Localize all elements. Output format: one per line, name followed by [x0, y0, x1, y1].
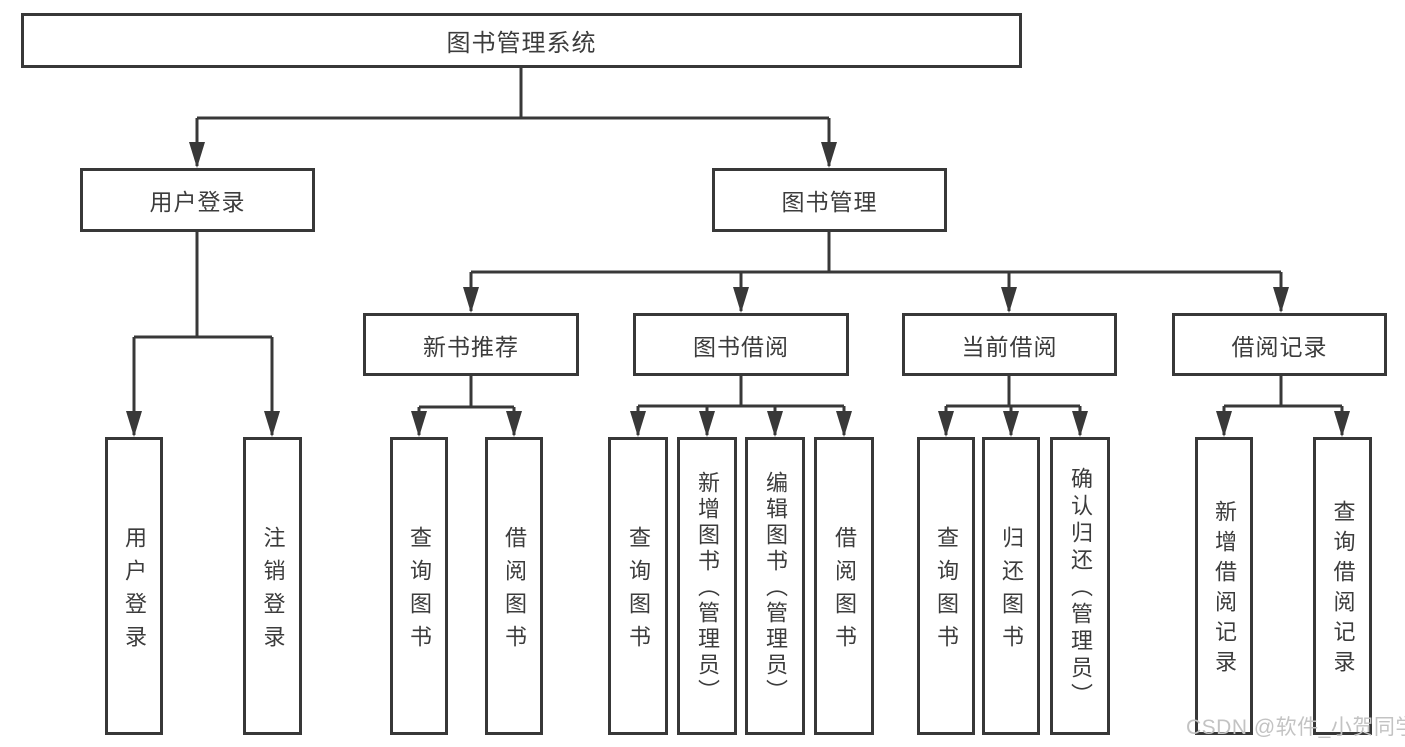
leaf-query-books-2: 查询图书 — [608, 437, 668, 735]
node-new-book-recommend: 新书推荐 — [363, 313, 579, 376]
leaf-logout-label: 注销登录 — [260, 525, 286, 658]
leaf-edit-books-admin-label: 编辑图书（管理员） — [763, 471, 788, 705]
leaf-query-books-3: 查询图书 — [917, 437, 975, 735]
leaf-query-books-3-label: 查询图书 — [934, 525, 959, 658]
node-borrow-record-label: 借阅记录 — [1231, 333, 1328, 360]
node-book-borrow-label: 图书借阅 — [693, 333, 789, 360]
leaf-query-books-2-label: 查询图书 — [626, 525, 651, 658]
node-borrow-record: 借阅记录 — [1172, 313, 1387, 376]
node-book-management-label: 图书管理 — [781, 189, 878, 215]
leaf-confirm-return-admin-label: 确认归还（管理员） — [1068, 467, 1093, 710]
leaf-query-borrow-record-label: 查询借阅记录 — [1330, 500, 1356, 680]
leaf-add-borrow-record-label: 新增借阅记录 — [1212, 500, 1237, 680]
node-root-system: 图书管理系统 — [21, 13, 1022, 68]
leaf-borrow-books-2-label: 借阅图书 — [832, 525, 857, 658]
leaf-edit-books-admin: 编辑图书（管理员） — [745, 437, 805, 735]
node-user-login-label: 用户登录 — [149, 189, 246, 215]
node-current-borrow-label: 当前借阅 — [961, 333, 1058, 360]
leaf-user-login: 用户登录 — [105, 437, 163, 735]
node-book-management: 图书管理 — [712, 168, 947, 232]
leaf-add-books-admin-label: 新增图书（管理员） — [695, 471, 720, 705]
leaf-query-books-1: 查询图书 — [390, 437, 448, 735]
leaf-return-books-label: 归还图书 — [999, 525, 1024, 658]
node-user-login: 用户登录 — [80, 168, 315, 232]
leaf-confirm-return-admin: 确认归还（管理员） — [1050, 437, 1110, 735]
leaf-borrow-books-1: 借阅图书 — [485, 437, 543, 735]
leaf-query-books-1-label: 查询图书 — [407, 525, 432, 658]
leaf-user-login-label: 用户登录 — [122, 525, 147, 658]
leaf-return-books: 归还图书 — [982, 437, 1040, 735]
node-new-book-recommend-label: 新书推荐 — [423, 333, 519, 360]
leaf-borrow-books-2: 借阅图书 — [814, 437, 874, 735]
leaf-add-books-admin: 新增图书（管理员） — [677, 437, 737, 735]
leaf-borrow-books-1-label: 借阅图书 — [502, 525, 527, 658]
leaf-query-borrow-record: 查询借阅记录 — [1313, 437, 1372, 735]
node-root-label: 图书管理系统 — [446, 30, 597, 57]
csdn-watermark: CSDN @软件_小贺同学 — [1186, 716, 1405, 739]
leaf-add-borrow-record: 新增借阅记录 — [1195, 437, 1253, 735]
leaf-logout: 注销登录 — [243, 437, 302, 735]
node-current-borrow: 当前借阅 — [902, 313, 1117, 376]
node-book-borrow: 图书借阅 — [633, 313, 849, 376]
